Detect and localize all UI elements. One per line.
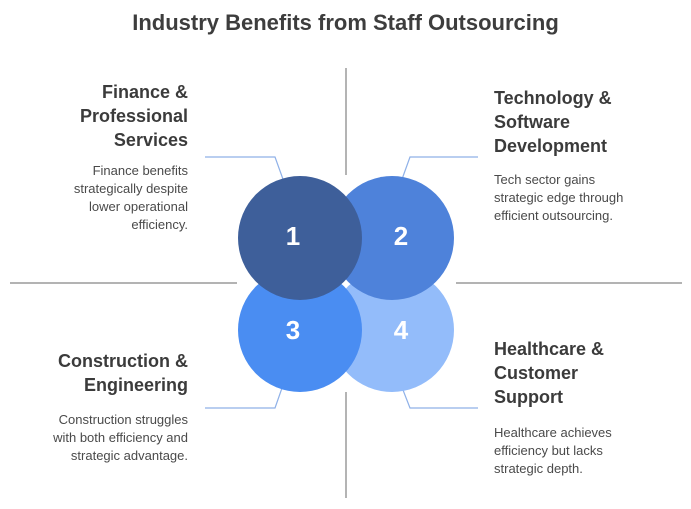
quadrant-4-description: Healthcare achieves efficiency but lacks… <box>494 425 612 476</box>
circle-3 <box>238 268 362 392</box>
quadrant-3-description: Construction struggles with both efficie… <box>53 412 188 463</box>
quadrant-1-heading: Finance & Professional Services <box>79 82 188 150</box>
diagram-title: Industry Benefits from Staff Outsourcing <box>132 10 559 35</box>
connector-2 <box>400 156 478 183</box>
circle-number-4: 4 <box>394 315 409 345</box>
connector-4 <box>402 389 478 409</box>
circle-number-3: 3 <box>286 315 300 345</box>
quadrant-2-description: Tech sector gains strategic edge through… <box>494 172 624 223</box>
circle-4 <box>330 268 454 392</box>
connector-1 <box>205 156 285 183</box>
quadrant-4-heading: Healthcare & Customer Support <box>494 339 605 407</box>
connector-3 <box>205 387 283 409</box>
circle-number-2: 2 <box>394 221 408 251</box>
quadrant-3-heading: Construction & Engineering <box>58 351 188 395</box>
quadrant-2-heading: Technology & Software Development <box>494 88 612 156</box>
circle-number-1: 1 <box>286 221 300 251</box>
circle-1 <box>238 176 362 300</box>
quadrant-1-description: Finance benefits strategically despite l… <box>73 163 188 232</box>
circle-2 <box>330 176 454 300</box>
